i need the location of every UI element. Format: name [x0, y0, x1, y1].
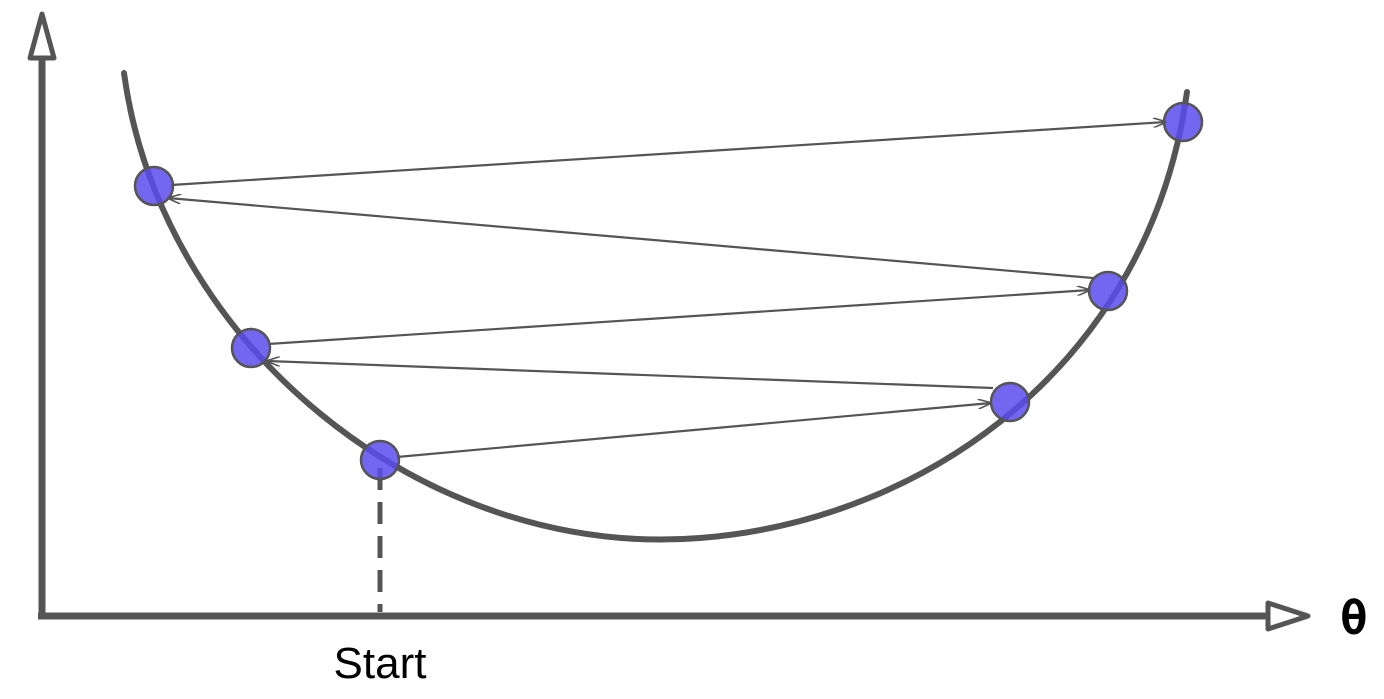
- step-arrow-4: [168, 198, 1094, 280]
- arrowhead-up-icon: [27, 11, 57, 61]
- iteration-points: [133, 101, 1204, 481]
- iteration-point-5: [133, 165, 175, 207]
- iteration-point-3: [230, 327, 272, 369]
- step-arrow-2: [267, 361, 994, 390]
- step-arrow-5: [170, 122, 1166, 187]
- iteration-point-start: [359, 439, 401, 481]
- start-label: Start: [334, 639, 427, 688]
- iteration-point-6: [1162, 101, 1204, 143]
- cost-curve: [121, 70, 1190, 543]
- iteration-point-4: [1087, 270, 1129, 312]
- step-arrow-3: [267, 290, 1090, 346]
- step-arrow-1: [396, 403, 991, 459]
- x-axis-label: θ: [1340, 591, 1368, 645]
- arrowhead-right-icon: [1265, 600, 1311, 632]
- iteration-point-2: [989, 381, 1031, 423]
